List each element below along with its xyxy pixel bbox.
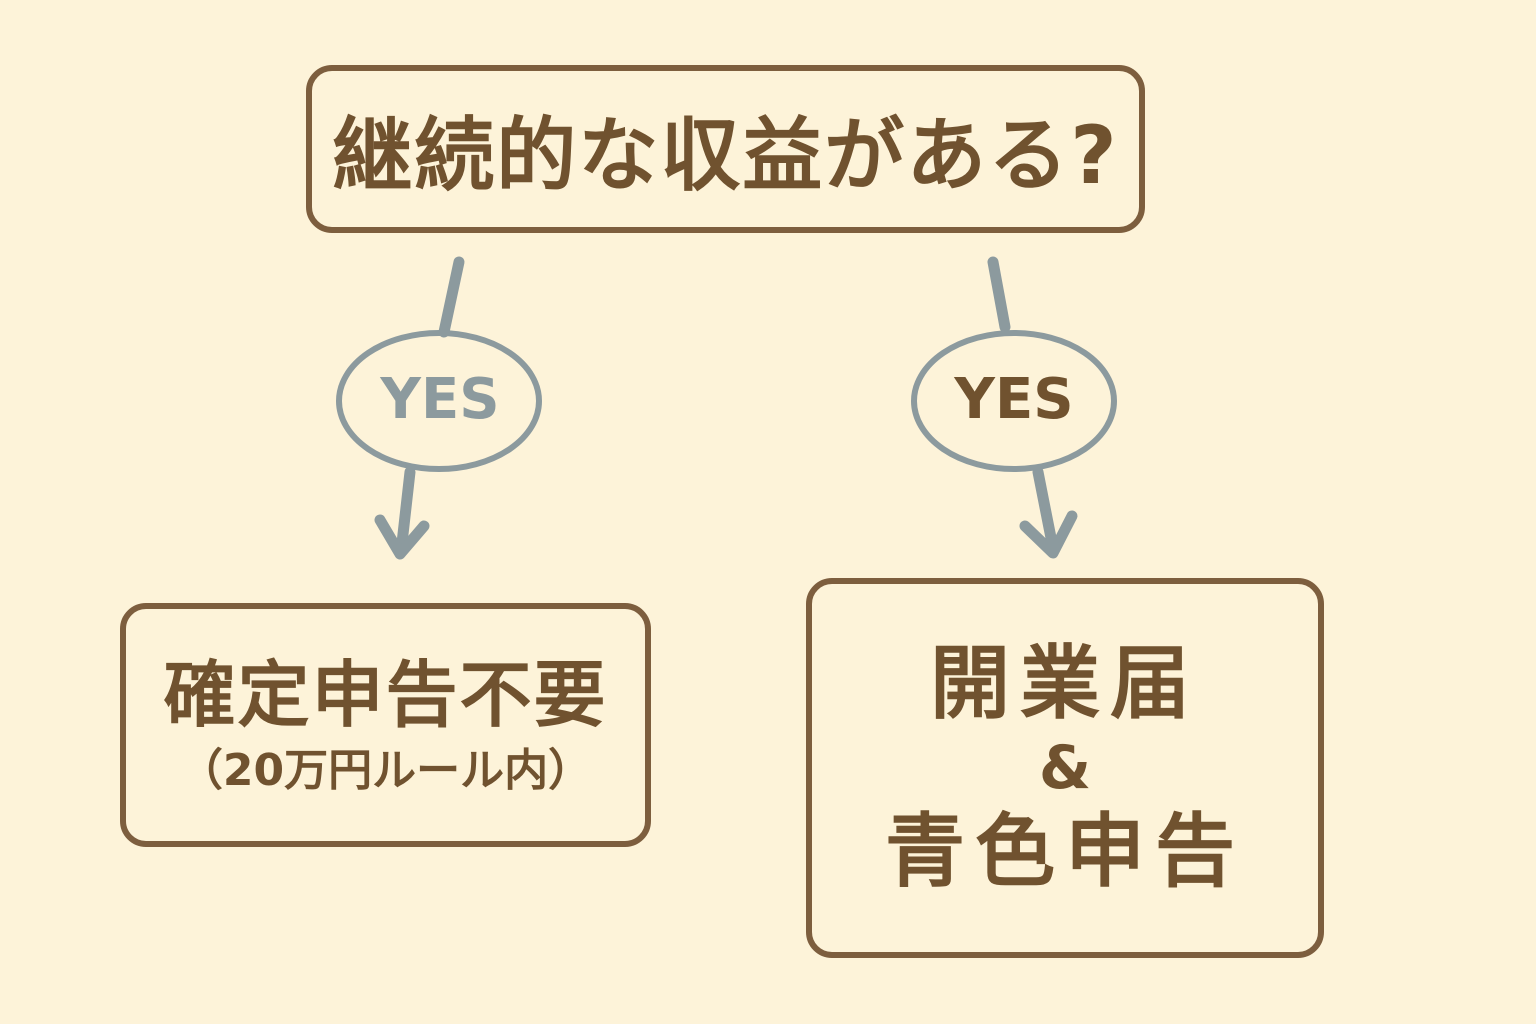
right-arrow-head: [1019, 510, 1078, 559]
blue-return-text: 青色申告: [885, 805, 1245, 898]
question-text: 継続的な収益がある?: [332, 109, 1119, 202]
yes-right-label: YES: [954, 367, 1074, 432]
left-arrow-head: [374, 514, 430, 560]
yes-right-ellipse: [911, 330, 1117, 472]
yes-left-ellipse: [336, 330, 542, 472]
business-filing-outcome-box: 開業届 & 青色申告: [806, 578, 1324, 958]
ampersand-text: &: [1038, 733, 1092, 803]
right-connector-top: [987, 256, 1011, 333]
left-connector-top: [438, 256, 465, 338]
business-notification-text: 開業届: [930, 637, 1200, 730]
no-filing-subtitle: （20万円ルール内）: [178, 745, 593, 797]
left-connector-bottom: [395, 466, 416, 558]
yes-left-label: YES: [380, 367, 500, 432]
no-filing-title: 確定申告不要: [163, 653, 608, 738]
no-filing-outcome-box: 確定申告不要 （20万円ルール内）: [120, 603, 651, 847]
question-box: 継続的な収益がある?: [306, 65, 1145, 233]
right-connector-bottom: [1032, 466, 1059, 554]
